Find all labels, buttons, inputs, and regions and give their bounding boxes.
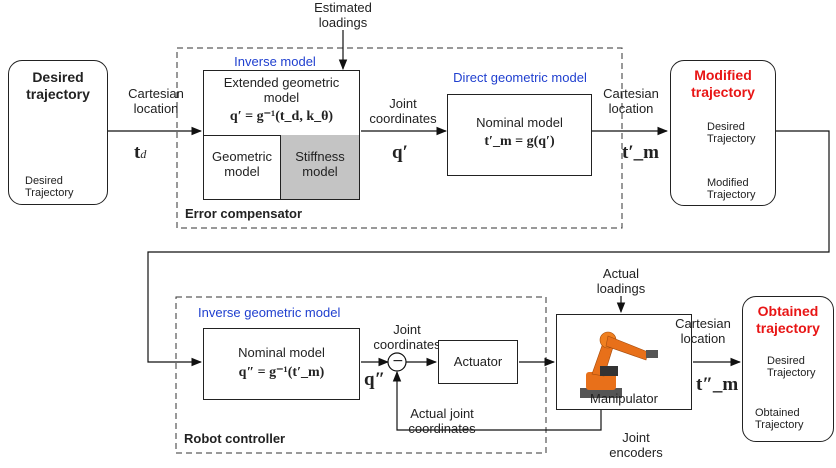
tm-double-prime-variable: t″_m xyxy=(696,374,739,395)
inverse-nominal-block: Nominal model q″ = g⁻¹(t′_m) xyxy=(203,328,360,400)
inverse-formula: q″ = g⁻¹(t′_m) xyxy=(238,365,325,380)
extended-formula: q′ = g⁻¹(t_d, k_θ) xyxy=(229,109,334,124)
feedback-line xyxy=(392,370,602,431)
cartesian-location-label-2: Cartesian location xyxy=(603,86,659,116)
joint-coordinates-label-2: Joint coordinates xyxy=(373,322,441,352)
minus-sign: − xyxy=(392,353,404,369)
modified-trajectory-title: Modified trajectory xyxy=(691,67,755,100)
desired-trajectory-block: Desired trajectory Desired Trajectory xyxy=(8,60,108,205)
inverse-geometric-model-title: Inverse geometric model xyxy=(198,305,341,320)
robot-controller-frame xyxy=(175,296,547,454)
modified-trajectory-label: Modified Trajectory xyxy=(707,177,756,201)
actuator-block: Actuator xyxy=(438,340,518,384)
extended-geometric-model-label: Extended geometric model xyxy=(223,75,340,105)
actuator-label: Actuator xyxy=(453,354,503,369)
direct-model-block: Nominal model t′_m = g(q′) xyxy=(447,94,592,176)
modified-trajectory-block: Modified trajectory Desired Trajectory M… xyxy=(670,60,776,206)
joint-coordinates-label-1: Joint coordinates xyxy=(369,96,437,126)
desired-trajectory-curve-label: Desired Trajectory xyxy=(25,175,74,199)
stiffness-model-cell: Stiffness model xyxy=(281,135,359,199)
cartesian-location-label-1: Cartesian location xyxy=(128,86,184,116)
estimated-loadings-label: Estimated loadings xyxy=(314,0,372,30)
robot-controller-label: Robot controller xyxy=(184,431,286,446)
modified-desired-label: Desired Trajectory xyxy=(707,121,756,145)
q-double-prime-variable: q″ xyxy=(364,369,386,390)
actual-loadings-label: Actual loadings xyxy=(596,266,646,296)
obtained-trajectory-label: Obtained Trajectory xyxy=(755,407,804,431)
joint-encoders-label: Joint encoders xyxy=(609,430,663,460)
q-prime-variable: q′ xyxy=(392,142,408,163)
inverse-nominal-model-label: Nominal model xyxy=(238,345,325,360)
obtained-trajectory-title: Obtained trajectory xyxy=(756,303,820,336)
td-variable: td xyxy=(134,142,147,163)
obtained-trajectory-block: Obtained trajectory Desired Trajectory O… xyxy=(742,296,834,442)
manipulator-block: Manipulator xyxy=(556,314,692,410)
desired-trajectory-title: Desired trajectory xyxy=(26,69,90,102)
tm-prime-variable: t′_m xyxy=(622,142,659,163)
manipulator-label: Manipulator xyxy=(590,391,658,406)
error-compensator-label: Error compensator xyxy=(185,206,303,221)
error-compensator-frame xyxy=(176,47,623,229)
actual-joint-coordinates-label: Actual joint coordinates xyxy=(408,406,476,436)
obtained-desired-label: Desired Trajectory xyxy=(767,355,816,379)
stiffness-model-label: Stiffness model xyxy=(295,149,345,179)
direct-nominal-model-label: Nominal model xyxy=(476,115,563,130)
direct-geometric-model-title: Direct geometric model xyxy=(453,70,587,85)
geometric-model-label: Geometric model xyxy=(212,149,272,179)
cartesian-location-label-3: Cartesian location xyxy=(675,316,731,346)
inverse-model-title: Inverse model xyxy=(234,54,316,69)
wrap-line xyxy=(147,130,830,367)
geometric-model-cell: Geometric model xyxy=(204,135,281,199)
direct-formula: t′_m = g(q′) xyxy=(484,134,555,149)
robot-arm-illustration xyxy=(580,331,658,398)
inverse-model-block: Extended geometric model q′ = g⁻¹(t_d, k… xyxy=(203,70,360,200)
